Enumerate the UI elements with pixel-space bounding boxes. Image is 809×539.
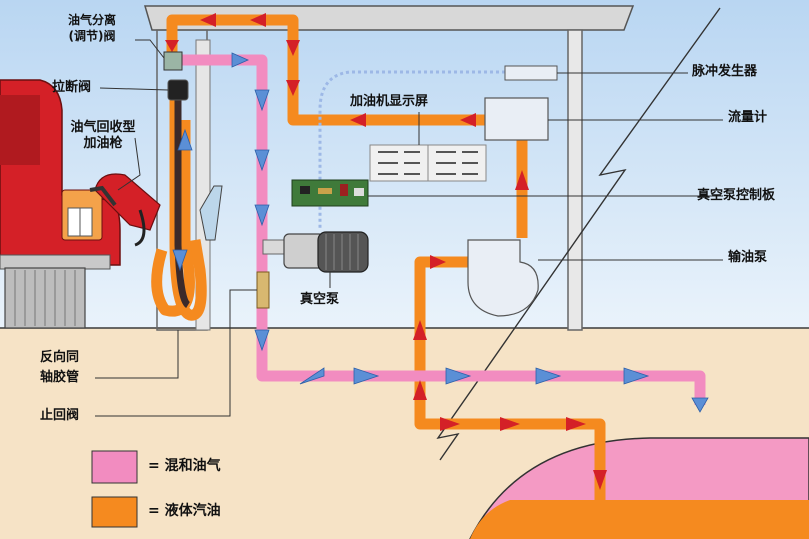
legend-vapor-text: = 混和油气 xyxy=(148,458,221,474)
pulse-signal-line xyxy=(318,70,505,230)
label-coaxial-hose: 反向同 轴胶管 xyxy=(40,350,80,385)
label-vacuum-controller: 真空泵控制板 xyxy=(697,188,776,203)
flowmeter xyxy=(484,97,549,141)
nozzle-holster xyxy=(199,185,223,241)
label-check-valve: 止回阀 xyxy=(40,408,80,423)
label-flowmeter: 流量计 xyxy=(728,110,768,125)
legend-swatch-liquid xyxy=(91,496,138,528)
fuel-nozzle xyxy=(89,173,161,247)
check-valve xyxy=(256,271,270,309)
label-vacuum-pump: 真空泵 xyxy=(300,292,340,307)
vacuum-control-board xyxy=(291,179,369,207)
dispenser-display xyxy=(369,144,487,182)
label-display: 加油机显示屏 xyxy=(350,94,429,109)
label-breakaway-valve: 拉断阀 xyxy=(52,80,92,95)
vacuum-pump xyxy=(283,231,369,273)
liquid-flow-arrows xyxy=(165,13,607,490)
canopy xyxy=(144,5,635,331)
leader-lines xyxy=(95,39,723,417)
label-fuel-pump: 输油泵 xyxy=(728,250,768,265)
fuel-pump xyxy=(467,239,539,317)
label-nozzle: 油气回收型 加油枪 xyxy=(70,120,136,151)
pulse-generator xyxy=(504,65,558,81)
vapor-flow-arrows xyxy=(172,52,709,413)
coaxial-hose-core xyxy=(174,85,191,308)
label-pulse-generator: 脉冲发生器 xyxy=(692,64,758,79)
legend-liquid-text: = 液体汽油 xyxy=(148,503,221,519)
section-break-line xyxy=(436,7,721,461)
label-separation-valve: 油气分离 (调节)阀 xyxy=(67,13,116,43)
legend-swatch-vapor xyxy=(91,450,138,484)
underground-tank xyxy=(469,437,809,539)
car xyxy=(0,79,121,329)
separation-valve xyxy=(163,51,183,71)
breakaway-valve xyxy=(167,79,189,101)
